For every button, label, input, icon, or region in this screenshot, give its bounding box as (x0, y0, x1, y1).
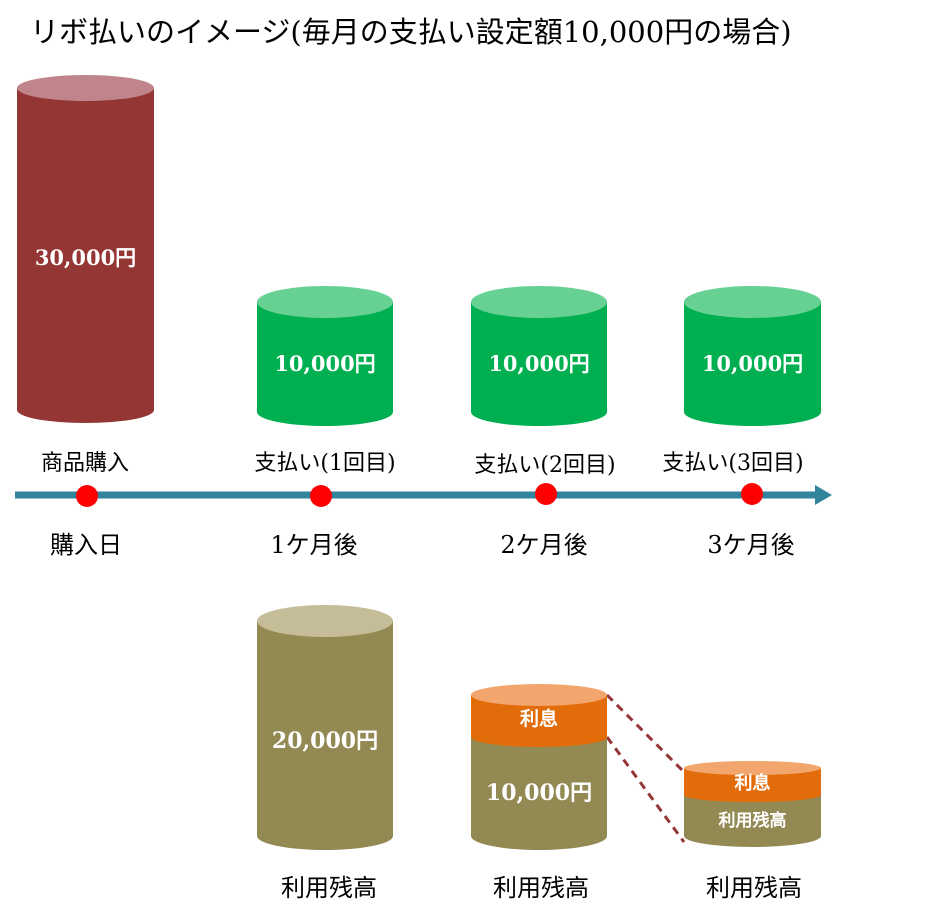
payment-cylinder-body (684, 302, 821, 412)
interest-layer-top (684, 761, 821, 775)
timeline-dot (741, 483, 763, 505)
payment-cylinder-bottom (257, 398, 393, 426)
purchase-cylinder-top (17, 75, 154, 101)
interest-label: 利息 (520, 707, 558, 730)
interest-layer-top (471, 684, 607, 706)
payment-caption: 支払い(1回目) (254, 451, 395, 476)
purchase-amount: 30,000円 (35, 245, 136, 270)
purchase-cylinder: 30,000円 (17, 75, 154, 423)
payment-cylinder-top (471, 286, 607, 318)
payment-caption: 支払い(2回目) (474, 453, 615, 478)
connector-line (605, 736, 686, 843)
payment-cylinder-bottom (471, 398, 607, 426)
payment-cylinder-top (684, 286, 821, 318)
timeline-dot (535, 483, 557, 505)
payment-cylinder-3: 10,000円 (684, 286, 821, 426)
payment-cylinder-1: 10,000円 (257, 286, 393, 426)
balance-amount: 10,000円 (486, 780, 592, 806)
balance-amount: 20,000円 (272, 728, 378, 754)
timeline-dot (76, 485, 98, 507)
payment-cylinder-2: 10,000円 (471, 286, 607, 426)
balance-inner-label: 利用残高 (719, 810, 787, 831)
balance-cylinder-bottom (684, 825, 821, 847)
connector-line (605, 693, 686, 774)
interest-layer-bottom (471, 727, 607, 747)
balance-cylinder-body (471, 737, 607, 836)
timeline-point-label: 1ケ月後 (270, 531, 357, 559)
purchase-caption: 商品購入 (41, 451, 129, 476)
balance-cylinder-2: 利息 10,000円 (471, 684, 607, 850)
timeline-dot (310, 485, 332, 507)
timeline-point-label: 2ケ月後 (500, 531, 587, 559)
balance-cylinder-body (257, 621, 393, 836)
balance-caption: 利用残高 (281, 874, 377, 902)
payment-cylinder-top (257, 286, 393, 318)
timeline-point-label: 3ケ月後 (707, 531, 794, 559)
balance-cylinder-top (257, 605, 393, 637)
balance-cylinder-bottom (471, 822, 607, 850)
timeline-point-label: 購入日 (50, 531, 122, 559)
purchase-cylinder-bottom (17, 397, 154, 423)
payment-amount: 10,000円 (702, 351, 803, 376)
balance-caption: 利用残高 (706, 874, 802, 902)
payment-caption: 支払い(3回目) (662, 451, 803, 476)
balance-cylinder-1: 20,000円 (257, 605, 393, 850)
balance-cylinder-bottom (257, 822, 393, 850)
payment-cylinder-body (257, 302, 393, 412)
timeline-arrow (15, 485, 832, 505)
diagram-title: リボ払いのイメージ(毎月の支払い設定額10,000円の場合) (30, 15, 792, 49)
timeline-arrowhead (815, 485, 832, 505)
payment-amount: 10,000円 (274, 351, 375, 376)
payment-cylinder-bottom (684, 398, 821, 426)
interest-label: 利息 (735, 772, 771, 794)
payment-cylinder-body (471, 302, 607, 412)
balance-cylinder-3: 利息 利用残高 (684, 761, 821, 847)
payment-amount: 10,000円 (488, 351, 589, 376)
balance-caption: 利用残高 (493, 874, 589, 902)
interest-layer-bottom (684, 788, 821, 802)
purchase-cylinder-body (17, 88, 154, 410)
